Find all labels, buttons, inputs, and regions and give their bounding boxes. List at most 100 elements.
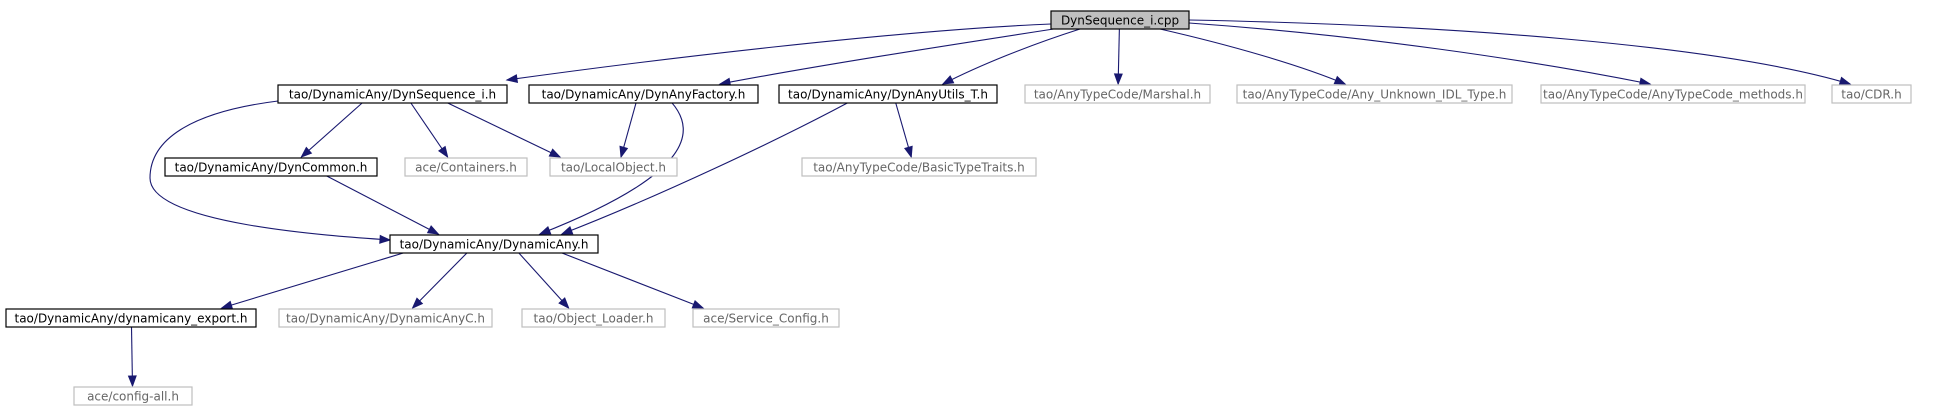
edge-utils_t-to-dynamicany <box>560 93 865 235</box>
node-objloader: tao/Object_Loader.h <box>521 308 666 328</box>
node-label: DynSequence_i.cpp <box>1061 14 1179 28</box>
node-box <box>164 157 378 177</box>
node-label: tao/DynamicAny/DynSequence_i.h <box>289 88 496 102</box>
node-box <box>1050 10 1190 30</box>
node-label: tao/DynamicAny/dynamicany_export.h <box>15 312 248 326</box>
edge-root-to-utils_t <box>941 28 1081 85</box>
edge-dynamicany-to-dynamicanyc <box>411 252 468 310</box>
edge-export-to-configall <box>127 326 137 388</box>
arrowhead <box>379 234 392 244</box>
node-label: ace/Containers.h <box>415 161 517 175</box>
arrowhead <box>1333 75 1347 85</box>
node-svcconfig: ace/Service_Config.h <box>692 308 840 328</box>
edge-line <box>1188 22 1651 85</box>
arrowhead <box>904 145 913 159</box>
arrowhead <box>560 225 574 235</box>
arrowhead <box>548 148 562 158</box>
edge-line <box>1188 19 1851 85</box>
arrowhead <box>411 297 424 310</box>
edge-line <box>942 28 1081 85</box>
edge-line <box>561 252 704 309</box>
node-factory-h[interactable]: tao/DynamicAny/DynAnyFactory.h <box>528 84 759 104</box>
edge-seq_h-to-localobject <box>447 102 562 158</box>
edge-line <box>1159 28 1346 85</box>
node-unknown-idl: tao/AnyTypeCode/Any_Unknown_IDL_Type.h <box>1236 84 1513 104</box>
node-basictype: tao/AnyTypeCode/BasicTypeTraits.h <box>801 157 1037 177</box>
node-box <box>1236 84 1513 104</box>
node-box <box>528 84 759 104</box>
node-box <box>1024 84 1211 104</box>
edge-line <box>447 102 561 158</box>
node-box <box>692 308 840 328</box>
node-containers: ace/Containers.h <box>404 157 528 177</box>
edge-line <box>719 27 1061 85</box>
edge-root-to-factory_h <box>718 27 1061 87</box>
node-dynamicanyc: tao/DynamicAny/DynamicAnyC.h <box>278 308 493 328</box>
node-root[interactable]: DynSequence_i.cpp <box>1050 10 1190 30</box>
node-box <box>1540 84 1806 104</box>
arrowhead <box>1838 76 1852 86</box>
node-box <box>521 308 666 328</box>
arrowhead <box>1113 73 1123 86</box>
node-label: tao/AnyTypeCode/BasicTypeTraits.h <box>813 161 1025 175</box>
node-label: tao/DynamicAny/DynAnyUtils_T.h <box>788 88 988 102</box>
edge-line <box>539 93 684 235</box>
edge-line <box>561 93 865 235</box>
edge-line <box>301 102 363 158</box>
node-label: tao/CDR.h <box>1841 88 1901 102</box>
edge-line <box>410 102 449 158</box>
arrowhead <box>691 299 705 309</box>
edge-root-to-cdr <box>1188 19 1852 86</box>
edge-dynamicany-to-svcconfig <box>561 252 705 309</box>
node-label: tao/AnyTypeCode/Marshal.h <box>1034 88 1201 102</box>
node-label: tao/Object_Loader.h <box>534 312 654 326</box>
node-box <box>278 308 493 328</box>
node-label: tao/DynamicAny/DynamicAnyC.h <box>286 312 485 326</box>
node-localobject: tao/LocalObject.h <box>549 157 678 177</box>
node-box <box>73 386 193 406</box>
node-box <box>801 157 1037 177</box>
node-box <box>404 157 528 177</box>
edge-line <box>412 252 468 309</box>
arrowhead <box>426 225 440 235</box>
node-box <box>5 308 257 328</box>
edge-seq_h-to-containers <box>410 102 449 159</box>
edge-dynamicany-to-objloader <box>518 252 570 310</box>
arrowhead <box>538 225 552 235</box>
node-label: tao/LocalObject.h <box>561 161 666 175</box>
edge-seq_h-to-dyncommon <box>300 102 363 158</box>
node-label: tao/DynamicAny/DynamicAny.h <box>400 238 589 252</box>
node-marshal: tao/AnyTypeCode/Marshal.h <box>1024 84 1211 104</box>
nodes-layer: DynSequence_i.cpp tao/DynamicAny/DynSeque… <box>5 10 1912 406</box>
edge-root-to-unknown_idl <box>1159 28 1347 85</box>
node-configall: ace/config-all.h <box>73 386 193 406</box>
node-label: tao/DynamicAny/DynCommon.h <box>175 161 368 175</box>
edge-factory_h-to-localobject <box>619 102 637 159</box>
node-export[interactable]: tao/DynamicAny/dynamicany_export.h <box>5 308 257 328</box>
edge-line <box>221 252 404 309</box>
node-dyncommon[interactable]: tao/DynamicAny/DynCommon.h <box>164 157 378 177</box>
node-label: tao/AnyTypeCode/Any_Unknown_IDL_Type.h <box>1243 88 1507 102</box>
edge-line <box>149 100 391 241</box>
edge-utils_t-to-basictype <box>895 102 913 159</box>
edge-seq_h-to-dynamicany <box>149 100 392 244</box>
arrowhead <box>220 300 234 310</box>
node-utils-t[interactable]: tao/DynamicAny/DynAnyUtils_T.h <box>778 84 998 104</box>
node-box <box>1831 84 1912 104</box>
edge-line <box>506 23 1052 81</box>
node-box <box>549 157 678 177</box>
node-seq-h[interactable]: tao/DynamicAny/DynSequence_i.h <box>277 84 508 104</box>
node-label: ace/Service_Config.h <box>703 312 829 326</box>
arrowhead <box>127 375 137 388</box>
arrowhead <box>437 145 449 159</box>
node-box <box>778 84 998 104</box>
node-dynamicany[interactable]: tao/DynamicAny/DynamicAny.h <box>389 234 599 254</box>
arrowhead <box>619 145 629 159</box>
edge-root-to-marshal <box>1113 28 1123 86</box>
arrowhead <box>941 75 955 85</box>
edge-line <box>518 252 570 309</box>
node-box <box>277 84 508 104</box>
edge-line <box>326 175 439 235</box>
node-cdr: tao/CDR.h <box>1831 84 1912 104</box>
